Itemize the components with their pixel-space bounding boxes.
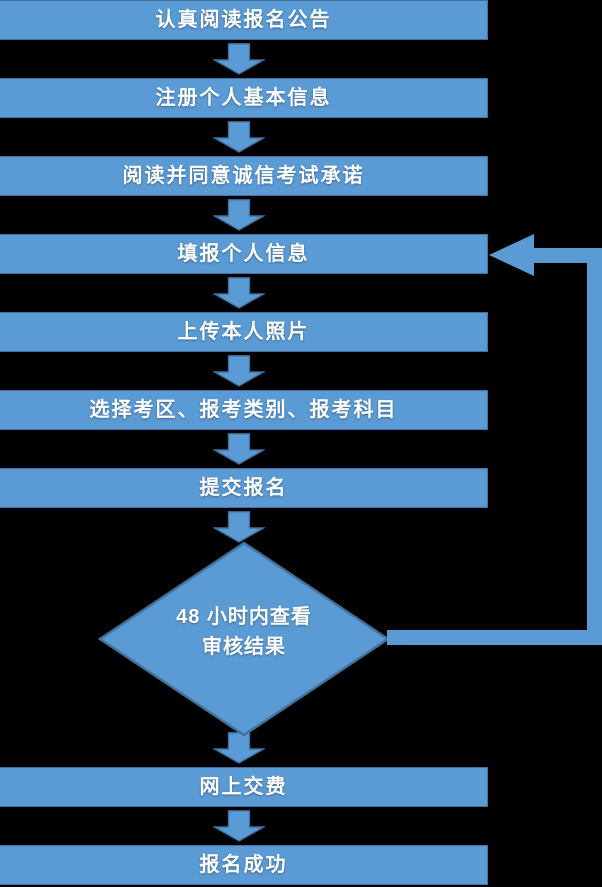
down-arrow-icon [213,511,265,543]
flow-step-read-announcement: 认真阅读报名公告 [0,0,488,40]
down-arrow-icon [213,43,265,75]
flow-step-select-exam-area-category-subject: 选择考区、报考类别、报考科目 [0,390,488,430]
down-arrow-icon [213,355,265,387]
down-arrow-icon [213,199,265,231]
flow-step-pay-online: 网上交费 [0,767,488,807]
down-arrow-icon [213,277,265,309]
down-arrow-icon [213,732,265,764]
decision-line1: 48 小时内查看 [176,606,312,628]
decision-review-result-label: 48 小时内查看 审核结果 [100,602,388,662]
feedback-connector-vertical-segment [587,248,602,645]
flow-step-registration-success: 报名成功 [0,845,488,885]
decision-diamond [98,541,390,737]
down-arrow-icon [213,121,265,153]
flow-step-submit-registration: 提交报名 [0,468,488,508]
down-arrow-icon [213,810,265,842]
flow-step-upload-photo: 上传本人照片 [0,312,488,352]
feedback-connector-top-segment [533,248,602,263]
feedback-connector-bottom-segment [387,630,602,645]
flow-step-agree-integrity-commitment: 阅读并同意诚信考试承诺 [0,156,488,196]
decision-line2: 审核结果 [202,636,286,658]
flow-step-register-basic-info: 注册个人基本信息 [0,78,488,118]
flow-step-fill-personal-info: 填报个人信息 [0,234,488,274]
down-arrow-icon [213,433,265,465]
left-arrowhead-icon [489,234,534,276]
